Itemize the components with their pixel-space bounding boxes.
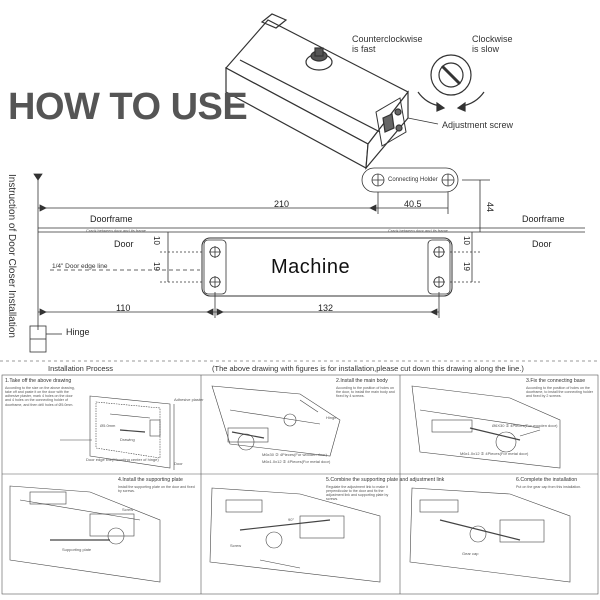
process-title: Installation Process (48, 364, 114, 373)
dim-10-left: 10 (152, 236, 161, 245)
door-closer-3d (225, 13, 409, 170)
callout-s2-wood: M6x30 ② 4Pieces(For wooden door) (262, 452, 327, 457)
callout-edge: Door edge line(Mounting center of hinge) (86, 457, 159, 462)
step-2-title: 2.Install the main body (336, 378, 388, 384)
door-right-label: Door (532, 239, 552, 249)
hinge-label: Hinge (66, 327, 90, 337)
dim-210: 210 (274, 199, 290, 209)
step-4-title: 4.Install the supporting plate (118, 477, 183, 483)
counterclockwise-label: Counterclockwise is fast (352, 34, 423, 55)
adjustment-screw-label: Adjustment screw (442, 120, 514, 130)
step-sketches (9, 385, 571, 583)
side-title: Instruction of Door Closer Installation (6, 174, 17, 338)
callout-door: Door (174, 461, 183, 466)
callout-s4-screw: Screw (122, 507, 134, 512)
callout-s5-screw: Screw (230, 543, 242, 548)
dim-10-right: 10 (462, 236, 471, 245)
step-4-text: Install the supporting plate on the door… (118, 485, 195, 494)
dim-110: 110 (116, 303, 131, 313)
callout-s4-plate: Supporting plate (62, 547, 92, 552)
door-left-label: Door (114, 239, 134, 249)
callout-gear-cap: Gear cap (462, 551, 479, 556)
step-3-title: 3.Fix the connecting base (526, 378, 586, 384)
process-note: (The above drawing with figures is for i… (212, 364, 524, 373)
crack-left-label: Crack between door and its frame (86, 228, 147, 233)
callout-s2-metal: M6x1.0x12 ② 4Pieces(For metal door) (262, 459, 331, 464)
dim-132: 132 (318, 303, 334, 313)
adjustment-dial (407, 54, 485, 125)
step-6-title: 6.Complete the installation (516, 477, 578, 483)
dim-44: 44 (485, 202, 495, 213)
dim-19-left: 19 (152, 262, 161, 271)
step-1-title: 1.Take off the above drawing (5, 378, 72, 384)
step-3-text: According to the position of holes on th… (526, 386, 593, 399)
dim-40-5: 40.5 (404, 199, 422, 209)
step-2-text: According to the position of holes on th… (336, 386, 395, 399)
doorframe-left-label: Doorframe (90, 214, 133, 224)
connecting-holder-label: Connecting Holder (388, 177, 438, 183)
callout-hinge: Hinge (326, 415, 337, 420)
step-5-title: 5.Combine the supporting plate and adjus… (326, 477, 445, 483)
template-lines (0, 167, 600, 362)
step-5-text: Regulate the adjustment link to make it … (326, 485, 389, 502)
clockwise-label: Clockwise is slow (472, 34, 513, 55)
door-edge-line-label: 1/4" Door edge line (52, 263, 108, 270)
callout-s3-metal: M6x1.0x12 ② 4Pieces(For metal door) (460, 451, 529, 456)
callout-s3-wood: Ø6X30 ② 4Pieces(For wooden door) (492, 423, 558, 428)
machine-label: Machine (271, 256, 351, 278)
callout-hole: Ø5.0mm (100, 423, 116, 428)
step-6-text: Put on the gear cap from this installati… (516, 485, 582, 489)
callout-s5-angle: 90° (288, 517, 295, 522)
callout-drawing: Drawing (120, 437, 135, 442)
dim-19-right: 19 (462, 262, 471, 271)
crack-right-label: Crack between door and its frame (388, 228, 449, 233)
callout-adhesive: Adhesive plaster (174, 397, 204, 402)
doorframe-right-label: Doorframe (522, 214, 565, 224)
step-1-text: According to the size on the above drawi… (5, 386, 75, 407)
process-grid (1, 374, 599, 595)
page-title: HOW TO USE (8, 86, 248, 128)
